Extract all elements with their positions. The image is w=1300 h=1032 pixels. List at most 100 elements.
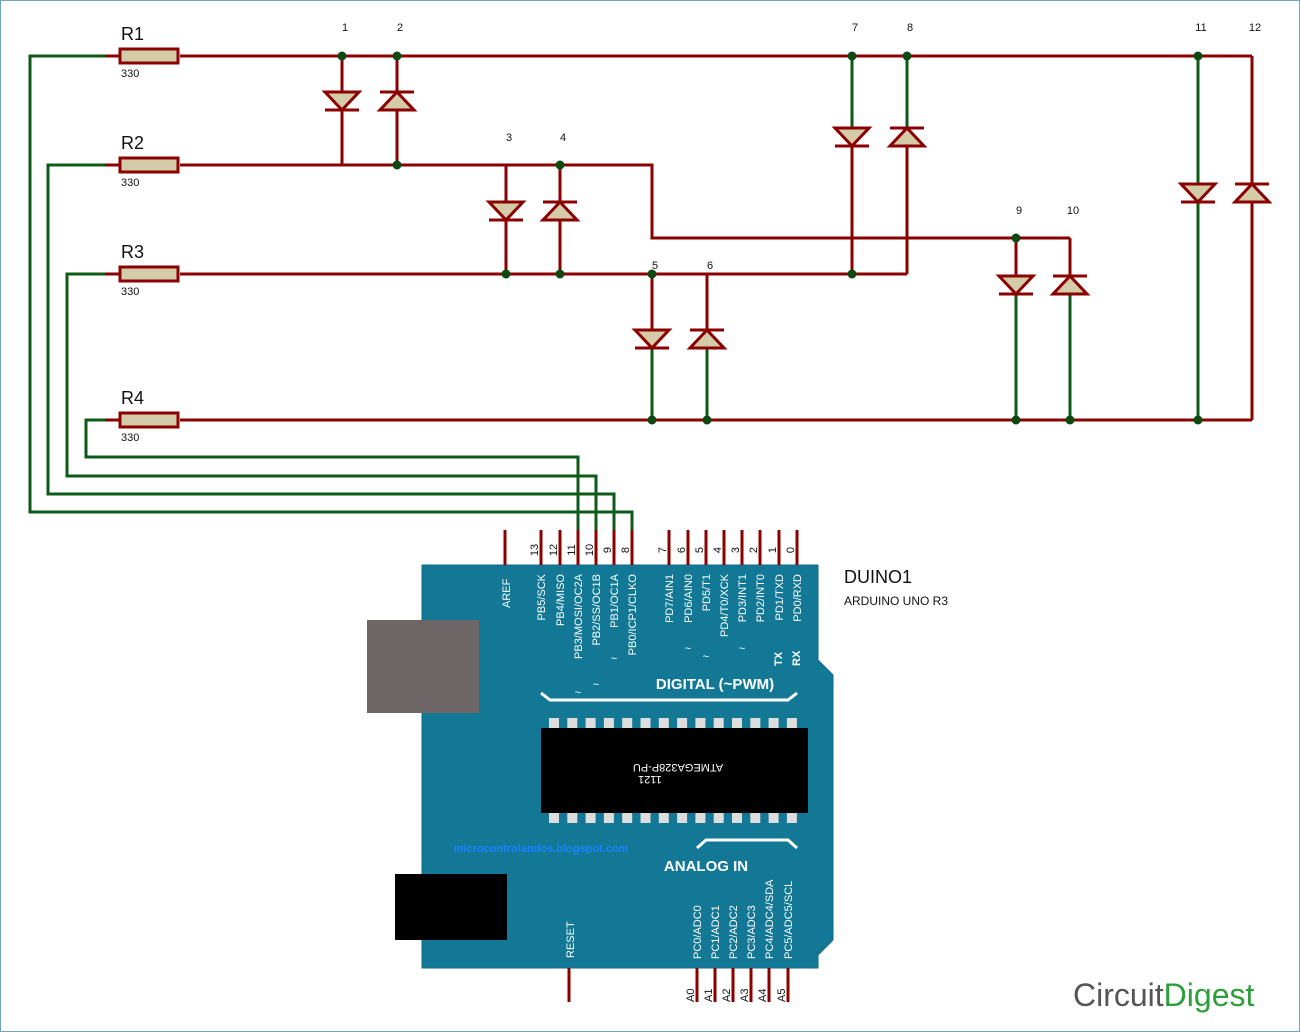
resistor-body-r2 [118, 156, 180, 174]
pwm-tilde-11: ~ [575, 687, 581, 699]
tx-label: TX [773, 651, 785, 666]
led-2 [376, 89, 418, 112]
junction-dot [847, 269, 857, 279]
chip-pin [786, 813, 797, 823]
chip-pin [695, 813, 706, 823]
pin-name: PC5/ADC5/SCL [783, 881, 795, 959]
junction-dot [1193, 51, 1203, 61]
pin-number: 4 [712, 547, 724, 553]
resistor-value-r4: 330 [121, 432, 139, 444]
power-jack [395, 874, 507, 940]
aref-label: AREF [501, 578, 513, 608]
chip-pins-bottom [549, 813, 797, 823]
chip-pin [658, 813, 669, 823]
junction-dot [392, 51, 402, 61]
pin-number: 13 [529, 544, 541, 556]
led-label-6: 6 [707, 260, 713, 272]
pwm-tilde-5: ~ [703, 651, 709, 663]
pin-number: 3 [730, 547, 742, 553]
junction-dot [392, 160, 402, 170]
led-label-12: 12 [1249, 22, 1261, 34]
pin-name: PD1/TXD [774, 574, 786, 621]
led-label-8: 8 [907, 22, 913, 34]
logo-digest: Digest [1164, 977, 1255, 1013]
led-label-5: 5 [652, 260, 658, 272]
led-5 [631, 328, 673, 351]
pin-name: PC2/ADC2 [728, 905, 740, 959]
chip-pin [768, 718, 779, 728]
led-label-11: 11 [1195, 22, 1206, 34]
led-label-2: 2 [397, 22, 403, 34]
chip-pin [713, 813, 724, 823]
pin-number: A3 [739, 989, 751, 1002]
junction-dot [902, 51, 912, 61]
led-8 [886, 125, 928, 148]
chip-pin [732, 718, 742, 728]
chip-label: ATMEGA328P-PU [633, 761, 723, 773]
pwm-tilde-10: ~ [593, 679, 599, 691]
pin-number: A2 [721, 989, 733, 1002]
board-model: ARDUINO UNO R3 [844, 594, 948, 608]
pin-name: PD5/T1 [701, 574, 713, 611]
junction-dot [647, 415, 657, 425]
usb-connector [367, 620, 479, 713]
circuitdigest-logo: CircuitDigest [1073, 977, 1254, 1013]
digital-pwm-label: DIGITAL (~PWM) [656, 676, 774, 693]
pin-name: PD7/AIN1 [664, 574, 676, 623]
pwm-tilde-3: ~ [739, 643, 745, 655]
led-7 [831, 126, 873, 149]
chip-pin [677, 718, 688, 728]
junction-dot [1193, 415, 1203, 425]
junction-dot [647, 269, 657, 279]
resistor-body-r4 [118, 411, 180, 429]
resistor-body-r1 [118, 47, 180, 65]
chip-pin [732, 813, 742, 823]
pin-number: 10 [584, 544, 596, 556]
junction-dot [337, 51, 347, 61]
pin-number: 1 [767, 547, 779, 553]
pin-name: PD6/AIN0 [683, 574, 695, 623]
green-wires [28, 54, 1200, 530]
led-6 [686, 327, 728, 350]
resistor-value-r1: 330 [121, 68, 139, 80]
pwm-tilde-6: ~ [685, 643, 691, 655]
pin-name: PD2/INT0 [755, 574, 767, 622]
led-label-10: 10 [1067, 205, 1079, 217]
resistor-value-r2: 330 [121, 177, 139, 189]
chip-pin [677, 813, 688, 823]
led-1 [321, 90, 363, 113]
pin-number: A4 [757, 989, 769, 1002]
chip-code: 1121 [638, 773, 662, 785]
pin-number: 8 [620, 547, 632, 553]
watermark-text: microcontrolandos.blogspot.com [454, 843, 629, 855]
pin-number: 2 [748, 547, 760, 553]
pwm-tilde-9: ~ [611, 653, 617, 665]
pin-name: PC3/ADC3 [746, 905, 758, 959]
resistor-name-r2: R2 [121, 133, 144, 153]
chip-pin [549, 718, 559, 728]
resistor-name-r4: R4 [121, 388, 144, 408]
pin-name: PC1/ADC1 [710, 905, 722, 959]
pin-number: A0 [685, 989, 697, 1002]
board-ref: DUINO1 [844, 567, 912, 587]
pin-name: PB0/ICP1/CLKO [627, 574, 639, 656]
resistor-leads [105, 54, 120, 422]
pin-name: PD3/INT1 [737, 574, 749, 622]
pin-name: PB3/MOSI/OC2A [573, 573, 585, 659]
chip-pin [640, 718, 651, 728]
led-11 [1177, 182, 1219, 205]
led-label-7: 7 [852, 22, 858, 34]
pin-number: 11 [566, 544, 578, 555]
chip-pin [768, 813, 779, 823]
led-10 [1049, 273, 1091, 296]
pin-name: PB5/SCK [536, 573, 548, 620]
chip-pin [640, 813, 651, 823]
junction-dot [1011, 415, 1021, 425]
pin-name: PB2/SS/OC1B [591, 574, 603, 646]
resistor-name-r1: R1 [121, 24, 144, 44]
digital-bracket [540, 691, 798, 702]
reset-label: RESET [565, 921, 577, 958]
